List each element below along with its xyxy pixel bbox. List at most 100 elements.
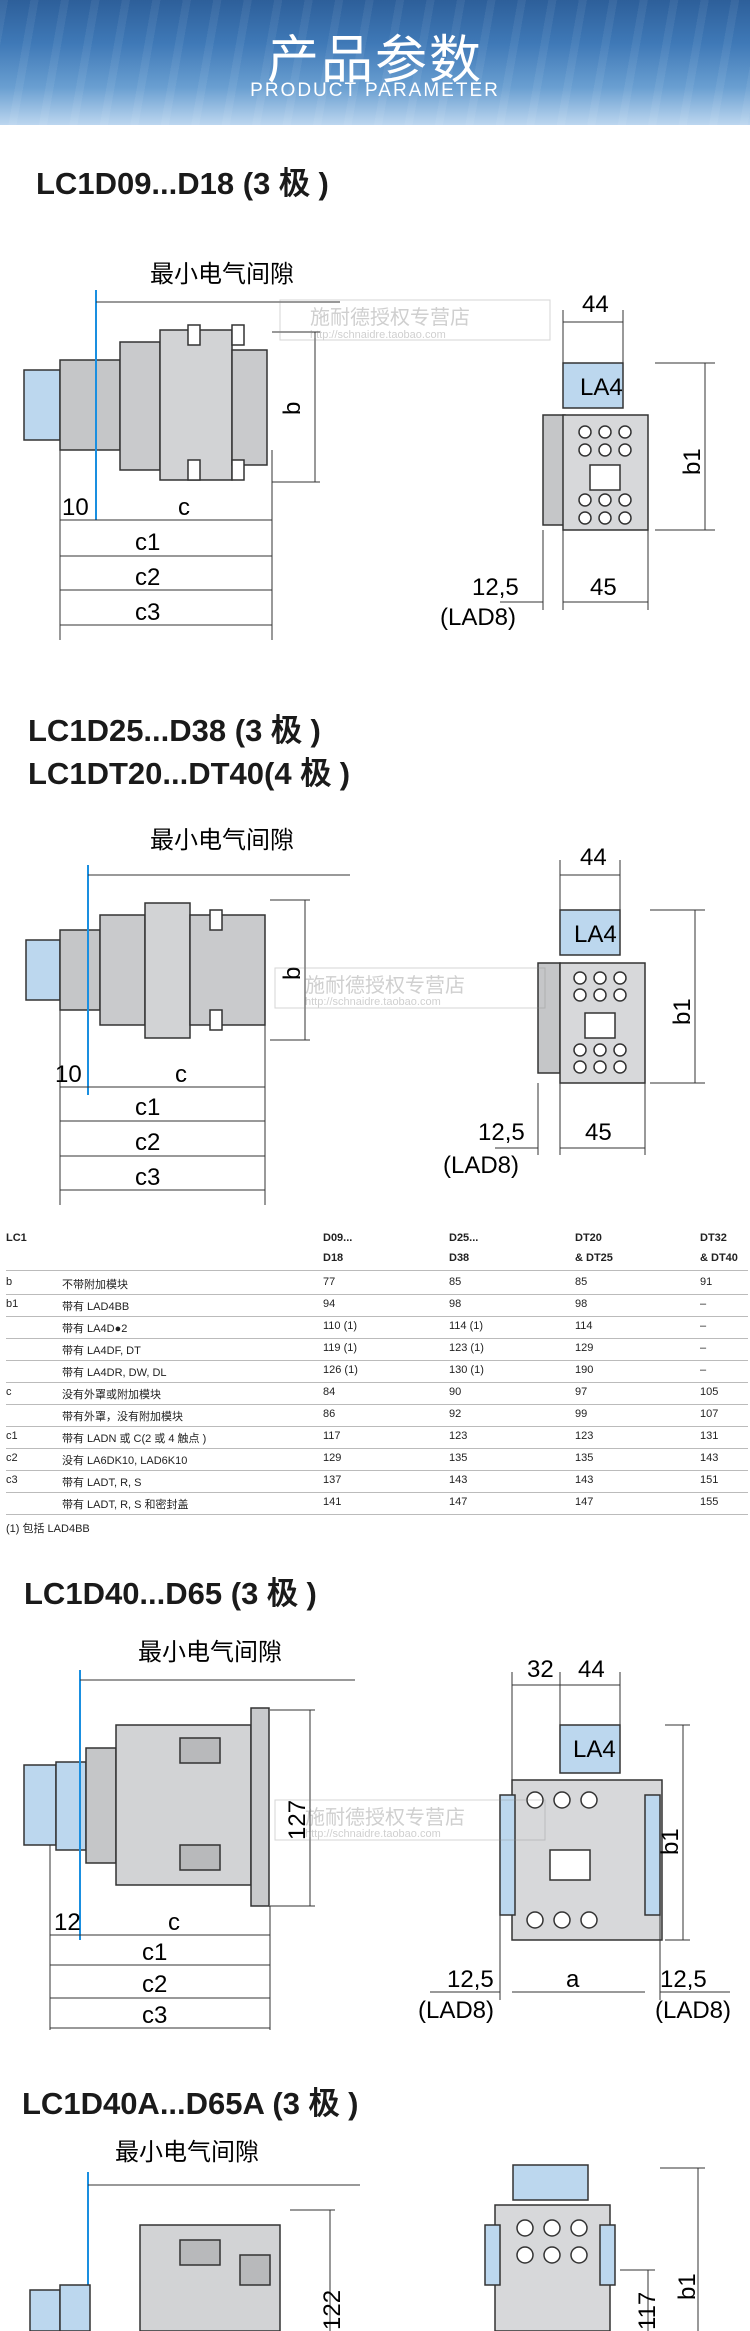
table-cell-col3: 123 bbox=[575, 1430, 594, 1442]
table-row-divider bbox=[6, 1404, 748, 1405]
dim-c3: c3 bbox=[135, 1164, 160, 1191]
table-row-divider bbox=[6, 1360, 748, 1361]
table-cell-col4: 143 bbox=[700, 1452, 719, 1464]
watermark-text: 施耐德授权专营店 bbox=[305, 1806, 465, 1829]
front-view-drawing bbox=[542, 362, 649, 531]
table-header: LC1 D09... D25... DT20 DT32 bbox=[0, 1230, 750, 1248]
banner-subtitle: PRODUCT PARAMETER bbox=[250, 80, 500, 101]
table-cell-col1: 141 bbox=[323, 1496, 342, 1508]
dim-12-5: 12,5 bbox=[472, 574, 519, 601]
table-cell-col3: 98 bbox=[575, 1298, 588, 1310]
table-cell-col2: 123 bbox=[449, 1430, 468, 1442]
dim-b: b bbox=[279, 967, 306, 980]
dim-44: 44 bbox=[582, 291, 609, 318]
dim-44: 44 bbox=[578, 1656, 605, 1683]
header-lc1: LC1 bbox=[6, 1232, 27, 1244]
dimension-lines bbox=[59, 331, 320, 640]
table-cell-code: c3 bbox=[6, 1474, 18, 1486]
front-view-drawing bbox=[484, 2164, 616, 2331]
dim-117: 117 bbox=[634, 2292, 661, 2330]
dim-12: 12 bbox=[54, 1909, 81, 1936]
table-cell-col2: 147 bbox=[449, 1496, 468, 1508]
header2-col-1: D18 bbox=[323, 1252, 344, 1264]
front-dimension-lines bbox=[495, 860, 705, 1155]
min-gap-label: 最小电气间隙 bbox=[138, 1639, 282, 1666]
table-cell-col1: 110 (1) bbox=[323, 1320, 358, 1332]
la4-label: LA4 bbox=[573, 1736, 616, 1763]
table-cell-col1: 126 (1) bbox=[323, 1364, 358, 1376]
dim-c1: c1 bbox=[142, 1939, 167, 1966]
dimension-lines bbox=[49, 1709, 315, 2030]
table-cell-desc: 带有外罩，没有附加模块 bbox=[62, 1411, 183, 1423]
table-row-divider bbox=[6, 1470, 748, 1471]
table-cell-col2: 85 bbox=[449, 1276, 462, 1288]
table-cell-col3: 190 bbox=[575, 1364, 594, 1376]
banner-title: 产品参数 bbox=[266, 31, 483, 91]
header-col-2: D25... bbox=[449, 1232, 479, 1244]
table-cell-col4: – bbox=[700, 1342, 707, 1354]
lad8-label-right: (LAD8) bbox=[655, 1997, 731, 2024]
table-row: c2 没有 LA6DK10, LAD6K10 129 135 135 143 bbox=[0, 1450, 750, 1468]
front-dimension-lines bbox=[430, 1672, 730, 2000]
table-cell-desc: 带有 LADN 或 C(2 或 4 触点 ) bbox=[62, 1433, 207, 1445]
section-2-heading-2: LC1DT20...DT40(4 极 ) bbox=[28, 756, 351, 791]
table-cell-col4: – bbox=[700, 1364, 707, 1376]
table-cell-desc: 带有 LAD4BB bbox=[62, 1301, 130, 1313]
table-cell-desc: 带有 LADT, R, S 和密封盖 bbox=[62, 1499, 189, 1511]
dim-b1: b1 bbox=[679, 448, 706, 475]
dim-c1: c1 bbox=[135, 1094, 160, 1121]
front-view-drawing bbox=[537, 909, 646, 1084]
table-cell-code: b1 bbox=[6, 1298, 19, 1310]
dim-b1: b1 bbox=[669, 998, 696, 1025]
table-cell-col2: 114 (1) bbox=[449, 1320, 484, 1332]
dim-45: 45 bbox=[590, 574, 617, 601]
header2-col-3: & DT25 bbox=[575, 1252, 613, 1264]
table-cell-col1: 84 bbox=[323, 1386, 336, 1398]
dim-c1: c1 bbox=[135, 529, 160, 556]
section-1-diagram: 最小电气间隙 b 10 c c1 c2 c3 LA4 44 b1 45 12,5… bbox=[23, 261, 715, 640]
header-col-1: D09... bbox=[323, 1232, 353, 1244]
section-2-heading-1: LC1D25...D38 (3 极 ) bbox=[28, 713, 321, 748]
dim-45: 45 bbox=[585, 1119, 612, 1146]
dim-b1: b1 bbox=[674, 2273, 701, 2300]
watermark-text: 施耐德授权专营店 bbox=[305, 974, 465, 997]
watermark-url: http://schnaidre.taobao.com bbox=[305, 996, 441, 1008]
table-cell-col4: 105 bbox=[700, 1386, 719, 1398]
table-cell-col3: 114 bbox=[575, 1320, 593, 1332]
dim-c2: c2 bbox=[135, 1129, 160, 1156]
table-cell-desc: 带有 LA4DF, DT bbox=[62, 1345, 141, 1357]
table-cell-col4: 151 bbox=[700, 1474, 719, 1486]
dimension-lines bbox=[290, 2209, 335, 2331]
table-cell-desc: 没有 LA6DK10, LAD6K10 bbox=[62, 1455, 188, 1467]
table-cell-desc: 带有 LADT, R, S bbox=[62, 1477, 142, 1489]
table-cell-col3: 143 bbox=[575, 1474, 594, 1486]
table-cell-code: c1 bbox=[6, 1430, 18, 1442]
section-4-heading: LC1D40A...D65A (3 极 ) bbox=[22, 2086, 359, 2121]
watermark: 施耐德授权专营店 http://schnaidre.taobao.com bbox=[274, 967, 546, 1009]
table-header-divider bbox=[6, 1270, 748, 1271]
section-3-heading: LC1D40...D65 (3 极 ) bbox=[24, 1576, 317, 1611]
la4-label: LA4 bbox=[580, 374, 623, 401]
lad8-label: (LAD8) bbox=[440, 604, 516, 631]
table-cell-col3: 135 bbox=[575, 1452, 594, 1464]
dim-32: 32 bbox=[527, 1656, 554, 1683]
table-cell-col4: – bbox=[700, 1298, 707, 1310]
table-cell-col1: 117 bbox=[323, 1430, 341, 1442]
table-cell-desc: 带有 LA4DR, DW, DL bbox=[62, 1367, 167, 1379]
table-cell-col2: 135 bbox=[449, 1452, 468, 1464]
table-cell-col2: 92 bbox=[449, 1408, 462, 1420]
table-cell-col1: 77 bbox=[323, 1276, 336, 1288]
dim-c: c bbox=[178, 494, 190, 521]
table-cell-code: c2 bbox=[6, 1452, 18, 1464]
table-cell-col1: 129 bbox=[323, 1452, 342, 1464]
dim-b: b bbox=[279, 402, 306, 415]
table-header-2: D18 D38 & DT25 & DT40 bbox=[0, 1250, 750, 1268]
table-cell-desc: 没有外罩或附加模块 bbox=[62, 1389, 161, 1401]
la4-label: LA4 bbox=[574, 921, 617, 948]
